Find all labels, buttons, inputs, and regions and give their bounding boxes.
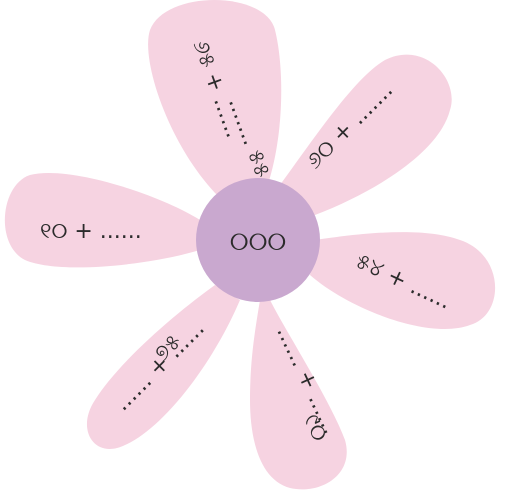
petal-top: ୬୫ + ...... ....... ୫୫ bbox=[148, 0, 281, 205]
petal-left-text: ୧୦ + ...... bbox=[40, 219, 142, 244]
center-value: ୦୦୦ bbox=[230, 227, 286, 257]
petal-lower-right: ...... + ...... ୯୦ bbox=[250, 300, 347, 489]
petal-right: ୫୪ + ...... bbox=[310, 232, 495, 329]
petal-left: ୧୦ + ...... bbox=[5, 173, 200, 267]
petal-lower-left: ୭୫ ...... + ...... bbox=[87, 285, 240, 449]
